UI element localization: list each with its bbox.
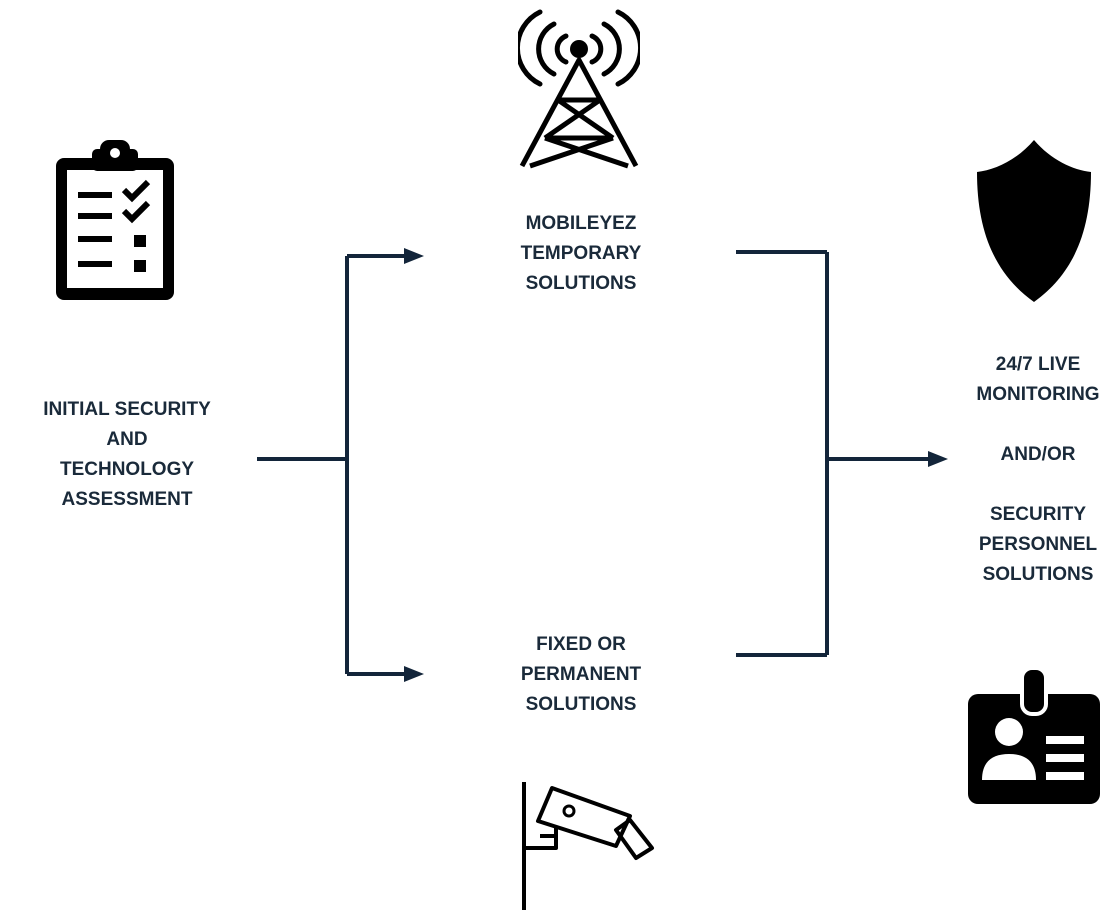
security-camera-icon: [522, 782, 654, 910]
personnel-line-1: SECURITY: [989, 504, 1087, 525]
arrowhead-fixed: [404, 666, 424, 682]
temporary-solutions-label: MOBILEYEZ TEMPORARY SOLUTIONS: [476, 209, 686, 299]
conjunction-text: AND/OR: [1000, 444, 1076, 465]
clipboard-checklist-icon: [56, 140, 174, 300]
arrowhead-outcome: [928, 451, 948, 467]
initial-assessment-label: INITIAL SECURITY AND TECHNOLOGY ASSESSME…: [17, 395, 237, 515]
fixed-line-3: SOLUTIONS: [525, 694, 637, 715]
fixed-solutions-label: FIXED OR PERMANENT SOLUTIONS: [476, 630, 686, 720]
fixed-line-2: PERMANENT: [520, 664, 642, 685]
temporary-line-1: MOBILEYEZ: [525, 213, 637, 234]
arrowhead-temporary: [404, 248, 424, 264]
monitoring-line-1: 24/7 LIVE: [995, 354, 1081, 375]
initial-assessment-line-2: AND: [106, 429, 148, 450]
personnel-line-2: PERSONNEL: [978, 534, 1098, 555]
fixed-line-1: FIXED OR: [536, 634, 626, 655]
monitoring-line-2: MONITORING: [976, 384, 1100, 405]
initial-assessment-line-1: INITIAL SECURITY: [43, 399, 211, 420]
temporary-line-3: SOLUTIONS: [525, 273, 637, 294]
outcome-label: 24/7 LIVE MONITORING AND/OR SECURITY PER…: [956, 350, 1120, 590]
personnel-line-3: SOLUTIONS: [982, 564, 1094, 585]
id-badge-icon: [968, 668, 1100, 804]
initial-assessment-line-3: TECHNOLOGY: [59, 459, 195, 480]
radio-tower-icon: [518, 9, 640, 169]
temporary-line-2: TEMPORARY: [520, 243, 642, 264]
shield-icon: [977, 140, 1091, 302]
initial-assessment-line-4: ASSESSMENT: [61, 489, 193, 510]
